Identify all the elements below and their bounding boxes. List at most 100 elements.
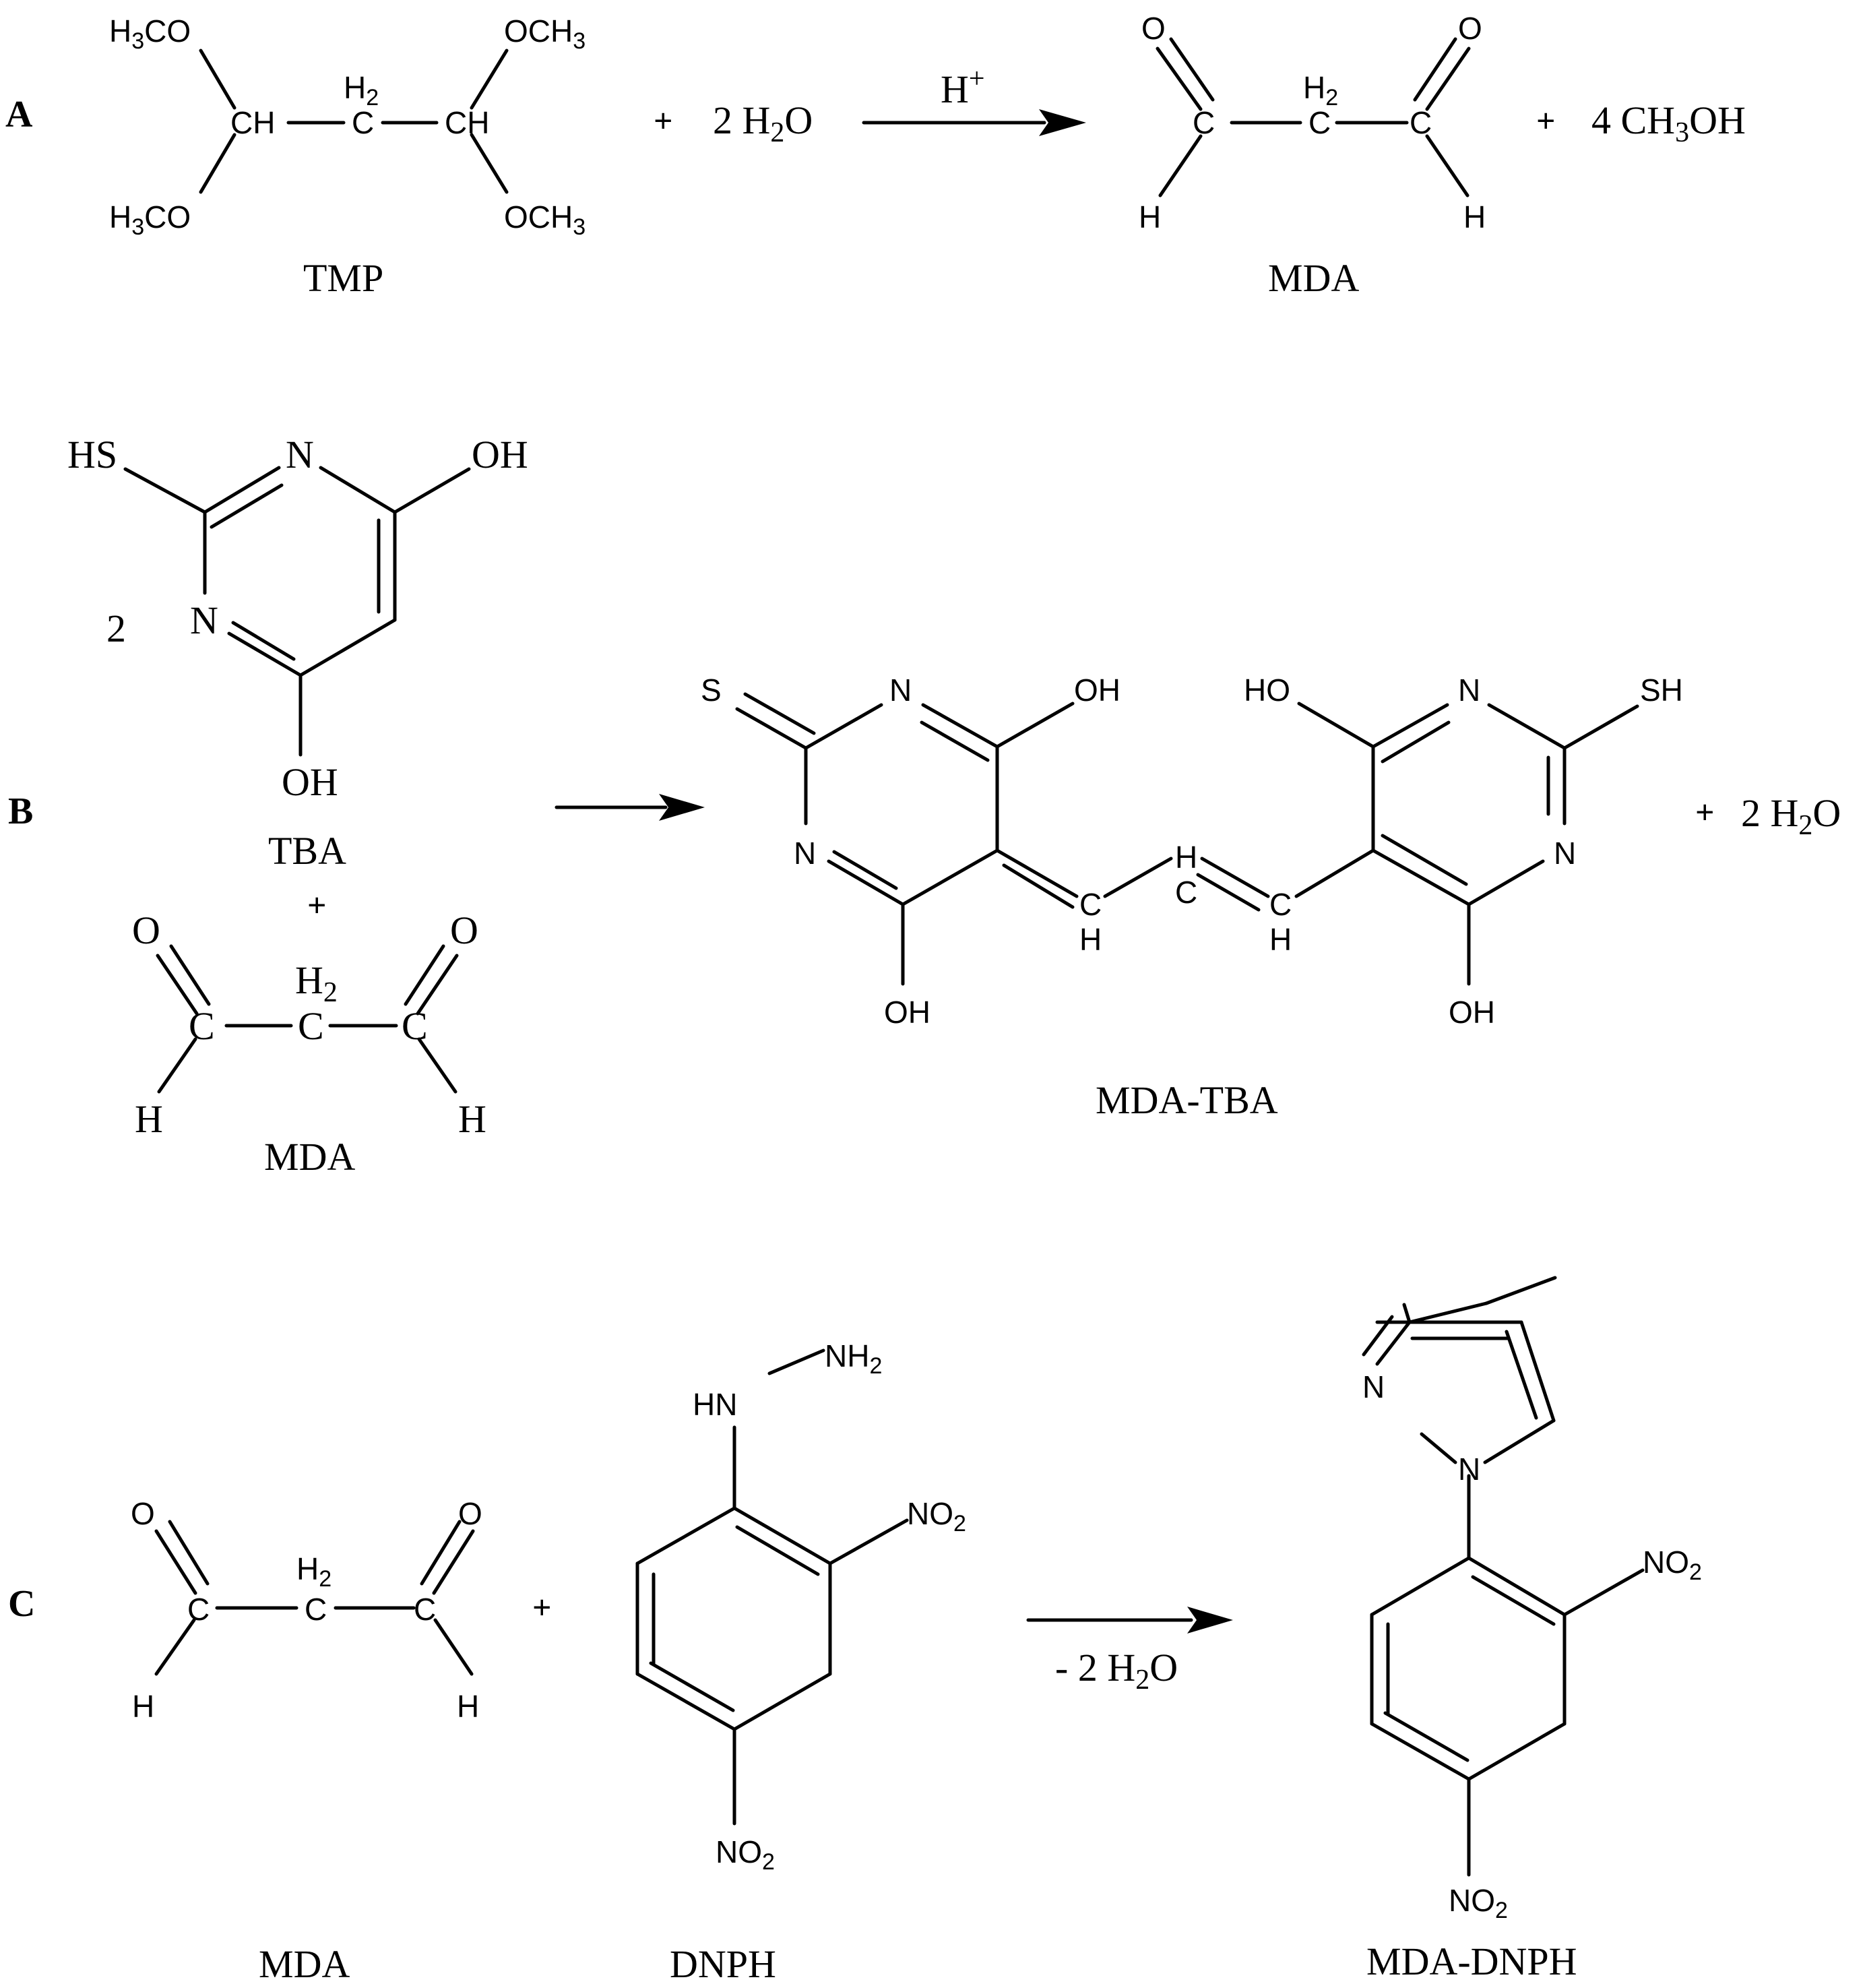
atom-label-c: C [189,1004,215,1048]
panel-b-letter: B [8,790,33,832]
bond [735,1525,820,1576]
bond [767,1348,825,1375]
bond [199,133,236,194]
bond [1487,703,1567,750]
bond [417,1037,457,1094]
bond [123,467,207,514]
atom-label-n: N [1458,1452,1480,1487]
mda-tba-structure: S N OH N OH C H H C C H HO N SH N OH [701,673,1683,1030]
bond [1471,1575,1556,1626]
bond [416,954,459,1016]
bond [1467,859,1545,906]
atom-label-h: H [1269,922,1292,957]
bond [433,1618,474,1676]
bond [168,1520,210,1586]
atom-label-och3-top: OCH3 [504,13,586,54]
atom-label-c: C [298,1004,324,1048]
atom-label-h3co-top: H3CO [109,13,191,54]
bond [1370,1722,1471,1781]
bond [1562,1568,1645,1617]
bond [1505,1330,1538,1420]
bond [154,1618,196,1676]
mda-dnph-name: MDA-DNPH [1366,1939,1577,1983]
bond [1383,1711,1469,1762]
bond [1371,703,1449,749]
tba-name: TBA [268,829,346,873]
atom-label-h: H [1079,922,1102,957]
bond [156,954,199,1016]
atom-label-o: O [132,908,160,952]
bond [470,133,509,194]
atom-label-h: H [135,1097,163,1141]
bond [1467,1556,1567,1617]
atom-label-o: O [131,1496,155,1531]
atom-label-hs: HS [67,433,117,476]
bond [1519,1320,1556,1423]
tba-structure: HS N OH N OH [67,433,528,804]
atom-label-h3co-bottom: H3CO [109,199,191,240]
atom-label-no2: NO2 [1643,1545,1702,1585]
plus-sign: + [654,102,673,139]
bond [1402,1303,1412,1324]
bond [635,1672,736,1731]
bond [470,49,509,110]
bond [1200,857,1270,898]
atom-label-h: H [1139,199,1161,235]
mda-structure-a: O C H H2 C C O H [1139,11,1486,235]
atom-label-h: H [458,1097,486,1141]
atom-label-oh: OH [472,433,528,476]
bond [1381,720,1451,764]
bond [1371,848,1471,906]
mda-name: MDA [1268,256,1359,300]
bond [154,1529,197,1595]
mda-tba-name: MDA-TBA [1096,1078,1278,1122]
bond [1103,857,1173,898]
bond [1425,46,1471,111]
water-label: 2 H2O [1741,791,1841,841]
mda-name: MDA [259,1942,350,1986]
atom-label-n: N [794,836,816,871]
catalyst-label: H+ [941,63,985,111]
atom-label-nh2: NH2 [825,1338,882,1379]
atom-label-och3-bottom: OCH3 [504,199,586,240]
atom-label-h: H [1175,840,1197,875]
tmp-name: TMP [303,256,383,300]
atom-label-o: O [1458,11,1482,46]
mda-structure-c: O C H H2 C C O H [131,1496,482,1724]
bond [1156,46,1203,111]
bond [157,1037,197,1094]
bond [649,1661,735,1712]
atom-label-h2: H2 [344,70,379,111]
bond [732,1672,832,1731]
atom-label-c: C [305,1592,327,1627]
atom-label-oh: OH [1449,995,1495,1030]
atom-label-h: H [132,1689,154,1724]
water-label: 2 H2O [713,98,813,148]
atom-label-no2: NO2 [716,1834,775,1875]
bond [995,848,1079,898]
atom-label-n: N [1458,673,1480,708]
atom-label-n: N [1554,836,1576,871]
plus-sign: + [532,1588,552,1626]
bond [804,703,883,750]
atom-label-oh: OH [1074,673,1120,708]
atom-label-s: S [701,673,722,708]
bond [1169,37,1215,102]
plus-sign: + [1536,102,1556,139]
atom-label-c: C [1308,105,1331,140]
bond [420,1520,462,1586]
atom-label-h2: H2 [1303,70,1338,111]
bond [1002,863,1075,909]
atom-label-n: N [889,673,912,708]
atom-label-h2: H2 [296,1551,331,1592]
coefficient-2: 2 [106,607,126,650]
atom-label-c: C [1193,105,1215,140]
bond [732,1506,832,1565]
bond [231,621,296,661]
bond [1381,834,1468,886]
atom-label-n: N [286,433,314,476]
bond [404,944,445,1006]
atom-label-ch-right: CH [445,105,489,140]
bond [1413,37,1457,102]
bond [1362,1315,1394,1357]
